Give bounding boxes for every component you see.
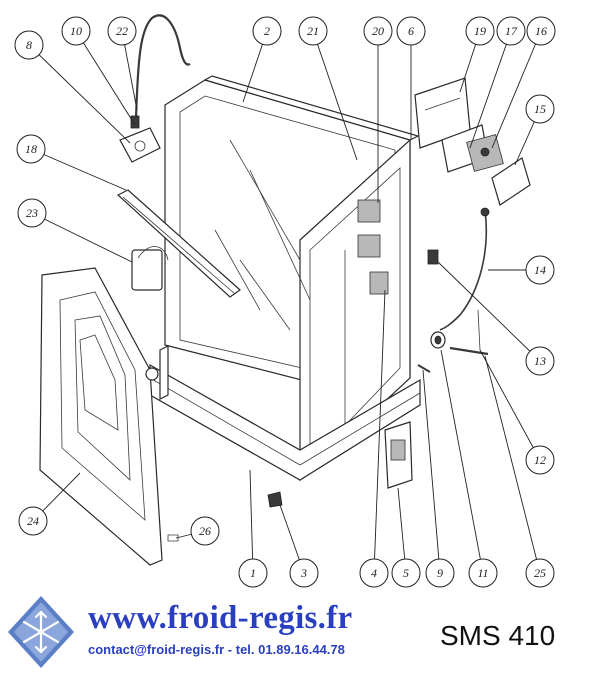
cable-15	[439, 207, 490, 331]
svg-text:4: 4	[371, 566, 377, 580]
callout-9: 9	[425, 558, 455, 588]
svg-text:8: 8	[26, 38, 32, 52]
callout-4: 4	[359, 558, 389, 588]
site-url-link[interactable]: www.froid-regis.fr	[88, 600, 353, 636]
svg-text:21: 21	[307, 24, 319, 38]
contact-line: contact@froid-regis.fr - tel. 01.89.16.4…	[88, 642, 345, 657]
callout-11: 11	[468, 558, 498, 588]
callout-14: 13	[525, 346, 555, 376]
cabinet-frame	[149, 75, 421, 482]
svg-text:10: 10	[70, 24, 82, 38]
footer: www.froid-regis.fr contact@froid-regis.f…	[0, 590, 600, 677]
callout-20: 19	[465, 16, 495, 46]
svg-text:12: 12	[534, 453, 546, 467]
component-16	[491, 157, 531, 206]
callouts: 8 10 22 2 21 20 6 19 17 16 15 18 23 14 1…	[14, 16, 556, 588]
svg-text:6: 6	[408, 24, 414, 38]
switch-14	[427, 249, 439, 265]
svg-text:25: 25	[534, 566, 546, 580]
knob-11	[430, 331, 446, 349]
callout-2: 2	[252, 16, 282, 46]
clip-26	[167, 534, 179, 542]
svg-text:3: 3	[300, 566, 307, 580]
relay-block	[357, 199, 389, 295]
callout-13: 12	[525, 445, 555, 475]
door-panel-25	[39, 267, 163, 566]
bracket-8	[119, 127, 161, 163]
svg-text:20: 20	[372, 24, 384, 38]
callout-22: 21	[298, 16, 328, 46]
callout-5: 5	[391, 558, 421, 588]
svg-text:19: 19	[474, 24, 486, 38]
svg-text:9: 9	[437, 566, 443, 580]
callout-17: 16	[526, 16, 556, 46]
callout-19: 18	[16, 134, 46, 164]
svg-text:2: 2	[264, 24, 270, 38]
foot-3	[267, 491, 283, 508]
svg-text:18: 18	[25, 142, 37, 156]
pin-9	[417, 364, 431, 373]
svg-text:17: 17	[505, 24, 518, 38]
svg-text:22: 22	[116, 24, 128, 38]
callout-24: 23	[17, 198, 47, 228]
callout-8: 8	[14, 30, 44, 60]
callout-15: 14	[525, 255, 555, 285]
svg-text:11: 11	[477, 566, 488, 580]
callout-25: 24	[18, 506, 48, 536]
exploded-parts-diagram: 8 10 22 2 21 20 6 19 17 16 15 18 23 14 1…	[14, 14, 556, 588]
rod-12	[449, 346, 489, 356]
svg-text:14: 14	[534, 263, 546, 277]
svg-text:1: 1	[250, 566, 256, 580]
callout-3: 3	[289, 558, 319, 588]
probe-23	[130, 14, 191, 129]
svg-text:24: 24	[27, 514, 39, 528]
callout-18: 17	[496, 16, 526, 46]
callout-12: 25	[525, 558, 555, 588]
callout-16: 15	[525, 94, 555, 124]
rod-13	[477, 309, 481, 351]
callout-26: 26	[190, 516, 220, 546]
model-name: SMS 410	[440, 620, 556, 651]
svg-text:15: 15	[534, 102, 546, 116]
svg-text:5: 5	[403, 566, 409, 580]
svg-text:23: 23	[26, 206, 38, 220]
svg-text:26: 26	[199, 524, 211, 538]
snowflake-logo-icon	[8, 596, 74, 668]
callout-10: 10	[61, 16, 91, 46]
assembly-24	[131, 246, 169, 291]
callout-6: 6	[396, 16, 426, 46]
svg-text:13: 13	[534, 354, 546, 368]
svg-text:16: 16	[535, 24, 547, 38]
control-box-5	[384, 421, 413, 489]
rail-19	[116, 189, 241, 298]
callout-23: 22	[107, 16, 137, 46]
callout-1: 1	[238, 558, 268, 588]
callout-21: 20	[363, 16, 393, 46]
